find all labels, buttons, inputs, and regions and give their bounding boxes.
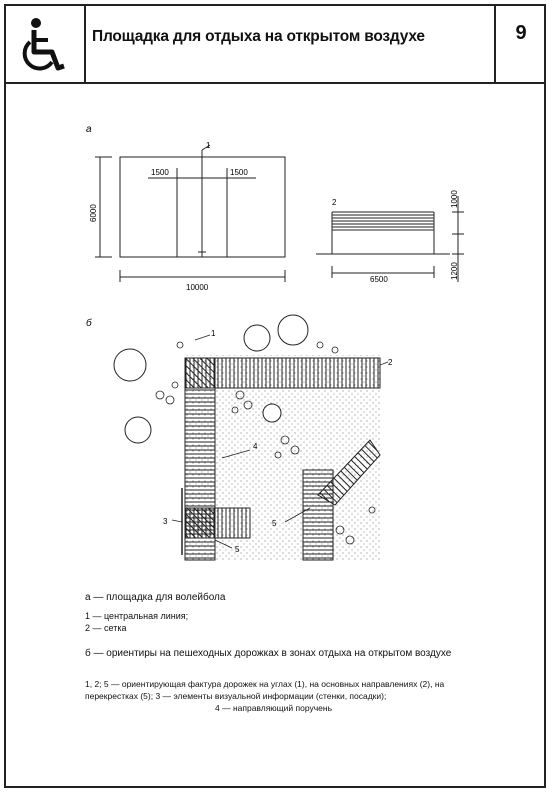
callout-b-5-second: 5 — [235, 545, 240, 554]
dim-net-width: 6500 — [370, 275, 388, 284]
accessibility-logo — [6, 6, 82, 82]
path-plan — [113, 314, 389, 561]
page-number: 9 — [515, 22, 527, 44]
dim-height: 6000 — [89, 204, 98, 222]
callout-b-5: 5 — [272, 519, 277, 528]
caption-b-title: б — ориентиры на пешеходных дорожках в з… — [85, 648, 452, 659]
header-divider — [494, 4, 496, 84]
caption-a-item: 2 — сетка — [85, 623, 127, 633]
page-frame — [4, 4, 546, 788]
callout-center-line: 1 — [206, 141, 211, 150]
callout-b-2: 2 — [388, 358, 393, 367]
dim-half-left: 1500 — [151, 168, 169, 177]
caption-b-text: 1, 2; 5 — ориентирующая фактура дорожек … — [85, 678, 470, 714]
callout-b-1: 1 — [211, 329, 216, 338]
callout-b-3: 3 — [163, 517, 168, 526]
caption-b-line: 4 — направляющий поручень — [215, 703, 333, 713]
volleyball-court-plan — [95, 144, 286, 282]
dim-half-right: 1500 — [230, 168, 248, 177]
caption-a-title: а — площадка для волейбола — [85, 592, 226, 603]
callout-net: 2 — [332, 198, 337, 207]
dim-net-bottom: 1200 — [450, 262, 459, 280]
dim-net-top: 1000 — [450, 190, 459, 208]
callout-b-4: 4 — [253, 442, 258, 451]
net-elevation — [316, 196, 464, 282]
header-separator — [4, 82, 546, 84]
caption-b-line: 1, 2; 5 — ориентирующая фактура дорожек … — [85, 679, 445, 701]
page-title: Площадка для отдыха на открытом воздухе — [92, 28, 425, 45]
header-divider — [84, 4, 86, 84]
wheelchair-icon — [22, 18, 65, 71]
dim-length: 10000 — [186, 283, 209, 292]
figure-a-label: а — [86, 124, 92, 135]
caption-a-item: 1 — центральная линия; — [85, 611, 189, 621]
figure-b-label: б — [86, 317, 92, 329]
caption-a-items: 1 — центральная линия; 2 — сетка — [85, 610, 465, 634]
